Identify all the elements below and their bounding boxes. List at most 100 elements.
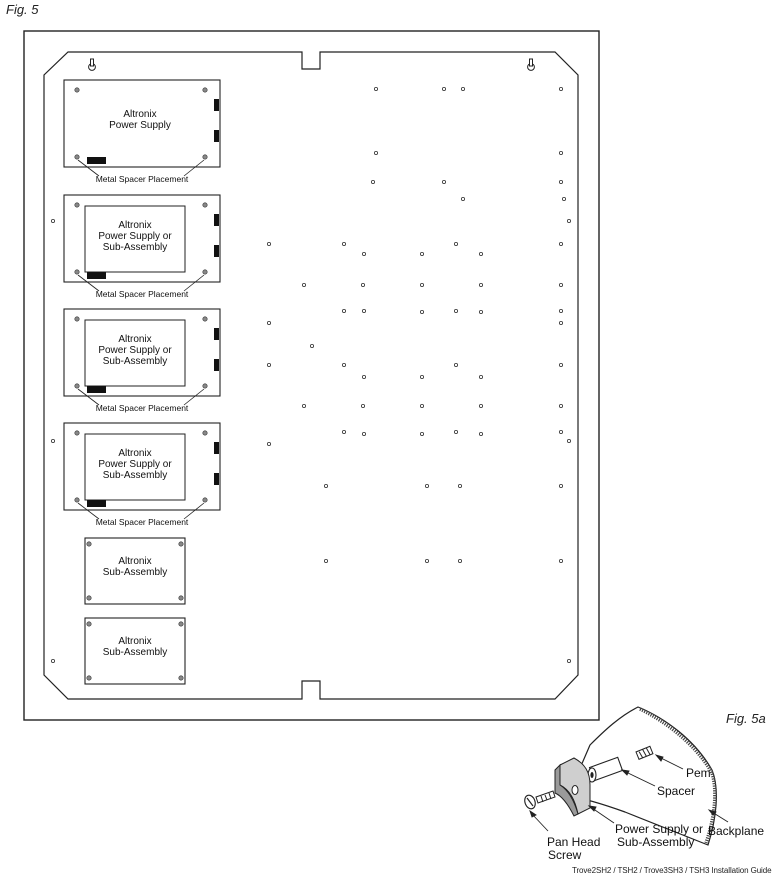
mounting-hole <box>74 154 80 160</box>
terminal-block <box>214 245 219 257</box>
backplane-hole <box>457 559 462 564</box>
mounting-hole <box>178 541 184 547</box>
backplane-hole <box>419 282 424 287</box>
backplane-hole <box>309 343 314 348</box>
metal-spacer-marker <box>87 500 106 507</box>
detail-illustration: Pem Spacer Backplane Power Supply or Sub… <box>524 706 764 862</box>
metal-spacer-label: Metal Spacer Placement <box>96 174 189 184</box>
backplane-hole <box>419 431 424 436</box>
backplane-hole <box>453 308 458 313</box>
backplane-hole <box>341 308 346 313</box>
backplane-hole <box>341 241 346 246</box>
module-label-line: Power Supply <box>109 120 171 131</box>
mounting-hole <box>202 430 208 436</box>
terminal-block <box>214 473 219 485</box>
screw-label-line2: Screw <box>548 848 582 862</box>
module-frame <box>84 617 186 685</box>
backplane-hole <box>341 362 346 367</box>
module-label-line: Altronix <box>118 220 151 231</box>
backplane-hole <box>373 87 378 92</box>
terminal-block <box>214 99 219 111</box>
metal-spacer-marker <box>87 157 106 164</box>
backplane-hole <box>419 309 424 314</box>
module-label-line: Power Supply or <box>98 459 172 470</box>
backplane-hole <box>559 483 564 488</box>
backplane-hole <box>341 429 346 434</box>
spacer-leader-line <box>77 274 100 292</box>
backplane-hole <box>559 282 564 287</box>
backplane-hole <box>419 403 424 408</box>
backplane-outline <box>43 51 579 700</box>
backplane-hole <box>559 241 564 246</box>
mounting-hole <box>74 383 80 389</box>
backplane-hole <box>567 438 572 443</box>
backplane-hole <box>478 374 483 379</box>
backplane-hole <box>559 362 564 367</box>
module-label-line: Altronix <box>118 636 151 647</box>
screw-arrow <box>531 813 549 832</box>
backplane-label: Backplane <box>708 824 764 838</box>
backplane-hole <box>266 241 271 246</box>
terminal-block <box>214 328 219 340</box>
module-frame <box>84 537 186 605</box>
backplane-hole <box>301 282 306 287</box>
terminal-block <box>214 130 219 142</box>
backplane-hole <box>419 374 424 379</box>
module-label-line: Altronix <box>118 448 151 459</box>
mounting-hole <box>202 154 208 160</box>
mounting-hole <box>202 383 208 389</box>
backplane-hole <box>361 308 366 313</box>
metal-spacer-marker <box>87 272 106 279</box>
backplane-hole <box>567 659 572 664</box>
power-supply-arrow <box>591 807 615 824</box>
backplane-hole <box>441 179 446 184</box>
metal-spacer-label: Metal Spacer Placement <box>96 517 189 527</box>
spacer-leader-line <box>183 502 205 520</box>
backplane-hole <box>559 179 564 184</box>
spacer-leader-line <box>183 388 205 406</box>
mounting-hole <box>74 87 80 93</box>
backplane-hole <box>478 282 483 287</box>
figure-5-label: Fig. 5 <box>6 2 39 17</box>
module-label-line: Sub-Assembly <box>103 242 167 253</box>
spacer-label: Spacer <box>657 784 695 798</box>
backplane-hole <box>559 559 564 564</box>
backplane-hole <box>360 282 365 287</box>
backplane-hole <box>360 403 365 408</box>
spacer-leader-line <box>183 274 205 292</box>
spacer-leader-line <box>77 502 100 520</box>
mounting-hole <box>86 675 92 681</box>
backplane-hole <box>453 241 458 246</box>
terminal-block <box>214 442 219 454</box>
module-label-line: Sub-Assembly <box>103 356 167 367</box>
pem-arrow <box>658 756 684 770</box>
spacer-arrow <box>625 771 656 787</box>
backplane-edge <box>639 707 717 844</box>
outer-frame <box>23 30 600 721</box>
backplane-hole <box>453 429 458 434</box>
backplane-hole <box>301 403 306 408</box>
backplane-hole <box>419 251 424 256</box>
mounting-hole <box>202 87 208 93</box>
backplane-hole <box>457 483 462 488</box>
metal-spacer-label: Metal Spacer Placement <box>96 289 189 299</box>
backplane-sheet <box>567 706 717 846</box>
backplane-hole <box>323 483 328 488</box>
backplane-hole <box>478 431 483 436</box>
module-label-line: Altronix <box>123 109 156 120</box>
terminal-block <box>214 359 219 371</box>
pan-head-screw-icon <box>524 790 556 810</box>
backplane-hole <box>559 403 564 408</box>
mounting-hole <box>178 621 184 627</box>
module-label-line: Altronix <box>118 556 151 567</box>
mounting-hole <box>202 202 208 208</box>
spacer-leader-line <box>77 159 100 177</box>
backplane-hole <box>361 374 366 379</box>
backplane-hole <box>453 362 458 367</box>
footer-text: Trove2SH2 / TSH2 / Trove3SH3 / TSH3 Inst… <box>572 866 772 875</box>
